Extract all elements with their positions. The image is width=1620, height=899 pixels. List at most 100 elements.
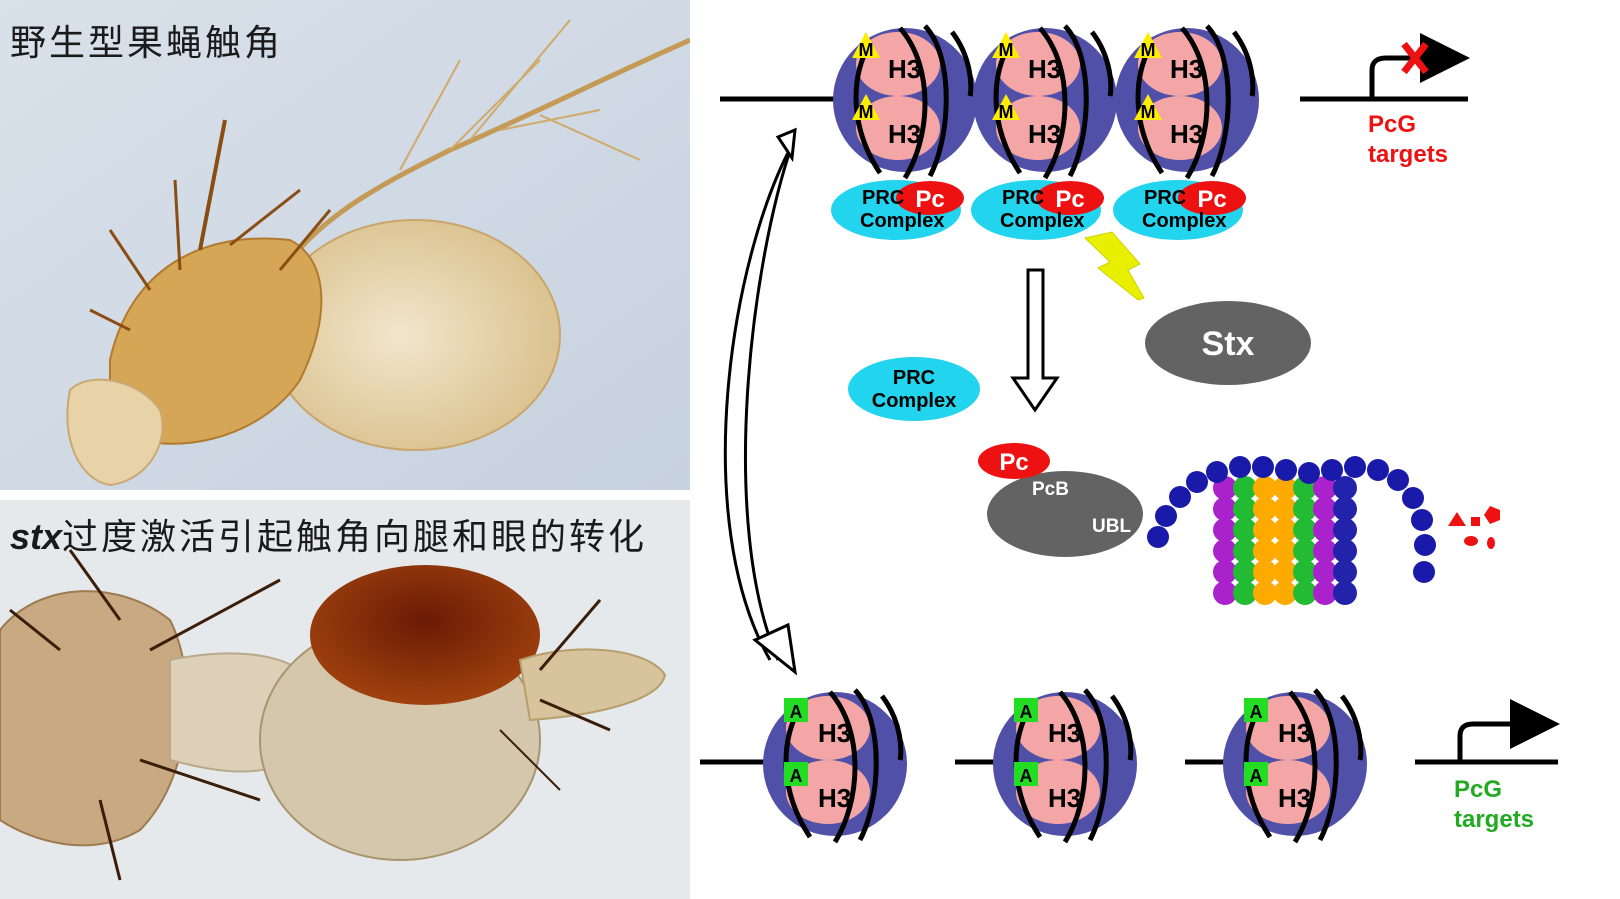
ubiquitin-bead bbox=[1233, 581, 1257, 605]
ubiquitin-bead bbox=[1313, 518, 1337, 542]
methyl-mark-icon bbox=[1134, 32, 1162, 58]
ubiquitin-bead bbox=[1293, 518, 1317, 542]
prc-label: PRC bbox=[1144, 187, 1186, 209]
ubl-label: UBL bbox=[1092, 516, 1131, 537]
bottom-target-label-1: PcG bbox=[1454, 776, 1502, 803]
curved-arrow-head bbox=[752, 622, 798, 676]
ubiquitin-bead bbox=[1333, 539, 1357, 563]
acetyl-mark-icon bbox=[1014, 698, 1038, 722]
ubiquitin-chain-bead bbox=[1147, 526, 1169, 548]
pcb-label: PcB bbox=[1032, 479, 1069, 500]
stx-gene-name: stx bbox=[10, 516, 63, 557]
ubiquitin-bead bbox=[1233, 539, 1257, 563]
ubiquitin-bead bbox=[1253, 539, 1277, 563]
ubiquitin-chain-bead bbox=[1411, 509, 1433, 531]
acetyl-mark-icon bbox=[1244, 762, 1268, 786]
complex-label: Complex bbox=[860, 210, 944, 232]
histone-h3-label: H3 bbox=[1028, 54, 1061, 84]
stx-caption-text: 过度激活引起触角向腿和眼的转化 bbox=[62, 517, 648, 558]
ubiquitin-bead bbox=[1273, 518, 1297, 542]
ubiquitin-bead bbox=[1313, 497, 1337, 521]
ubiquitin-bead bbox=[1233, 560, 1257, 584]
prc-label: PRC bbox=[1002, 187, 1044, 209]
stx-caption: stx过度激活引起触角向腿和眼的转化 bbox=[10, 508, 647, 560]
ubiquitin-bead bbox=[1253, 560, 1277, 584]
stx-protein bbox=[1145, 301, 1311, 385]
stx-mutant-antenna-photo bbox=[0, 500, 690, 899]
down-arrow bbox=[1010, 268, 1060, 413]
ubiquitin-bead bbox=[1313, 581, 1337, 605]
ubiquitin-chain-bead bbox=[1402, 487, 1424, 509]
acetyl-mark-icon bbox=[784, 698, 808, 722]
ubiquitin-bead bbox=[1333, 560, 1357, 584]
ubiquitin-bead bbox=[1233, 518, 1257, 542]
lightning-icon bbox=[1083, 231, 1145, 301]
ubiquitin-bead bbox=[1213, 581, 1237, 605]
top-target-label-1: PcG bbox=[1368, 111, 1416, 138]
acetyl-mark-icon bbox=[1244, 698, 1268, 722]
ubiquitin-chain-bead bbox=[1155, 505, 1177, 527]
methyl-mark-icon bbox=[852, 94, 880, 120]
histone-h3-label: H3 bbox=[1170, 54, 1203, 84]
ubiquitin-bead bbox=[1273, 476, 1297, 500]
stx-label: Stx bbox=[1202, 325, 1255, 363]
ubiquitin-bead bbox=[1293, 539, 1317, 563]
ubiquitin-chain-bead bbox=[1413, 561, 1435, 583]
ubiquitin-bead bbox=[1253, 518, 1277, 542]
ubiquitin-bead bbox=[1313, 560, 1337, 584]
methyl-mark-label: M bbox=[1141, 102, 1156, 122]
free-pc-protein bbox=[978, 443, 1050, 479]
histone-h3-label: H3 bbox=[1048, 718, 1081, 748]
histone-h3-label: H3 bbox=[1048, 783, 1081, 813]
pc-label: Pc bbox=[1197, 186, 1226, 213]
ubiquitin-bead bbox=[1213, 560, 1237, 584]
histone-h3-label: H3 bbox=[818, 783, 851, 813]
ubiquitin-bead bbox=[1233, 476, 1257, 500]
histone-h3-label: H3 bbox=[1028, 119, 1061, 149]
ubiquitin-chain-bead bbox=[1414, 534, 1436, 556]
histone-h3-label: H3 bbox=[1278, 783, 1311, 813]
ubiquitin-bead bbox=[1313, 539, 1337, 563]
acetyl-mark-label: A bbox=[1250, 702, 1263, 722]
ubiquitin-bead bbox=[1333, 476, 1357, 500]
ubiquitin-bead bbox=[1253, 497, 1277, 521]
prc-label: PRC bbox=[862, 187, 904, 209]
pc-label: Pc bbox=[915, 186, 944, 213]
ubiquitin-bead bbox=[1273, 539, 1297, 563]
methyl-mark-label: M bbox=[859, 40, 874, 60]
ubiquitin-bead bbox=[1273, 560, 1297, 584]
ubiquitin-bead bbox=[1213, 518, 1237, 542]
complex-label: Complex bbox=[1000, 210, 1084, 232]
ubiquitin-chain-bead bbox=[1206, 461, 1228, 483]
repressed-cross-icon bbox=[1401, 41, 1429, 75]
ubiquitin-bead bbox=[1233, 497, 1257, 521]
methyl-mark-label: M bbox=[999, 40, 1014, 60]
acetyl-mark-label: A bbox=[1250, 766, 1263, 786]
ubiquitin-bead bbox=[1293, 560, 1317, 584]
ubiquitin-bead bbox=[1213, 539, 1237, 563]
ubiquitin-chain-bead bbox=[1169, 486, 1191, 508]
free-prc-complex bbox=[848, 357, 980, 421]
ubiquitin-chain-bead bbox=[1367, 459, 1389, 481]
acetyl-mark-icon bbox=[1014, 762, 1038, 786]
ubiquitin-chain-bead bbox=[1229, 456, 1251, 478]
acetyl-mark-label: A bbox=[790, 766, 803, 786]
bottom-promoter-arrow bbox=[1457, 699, 1560, 762]
pc-protein bbox=[1178, 181, 1246, 215]
bottom-target-label-2: targets bbox=[1454, 806, 1534, 833]
ubiquitin-proteasome-beads bbox=[1147, 456, 1436, 605]
ubiquitin-bead bbox=[1293, 497, 1317, 521]
ubiquitin-chain-bead bbox=[1298, 462, 1320, 484]
pc-label: Pc bbox=[1055, 186, 1084, 213]
histone-h3-label: H3 bbox=[1170, 119, 1203, 149]
ubiquitin-bead bbox=[1333, 518, 1357, 542]
methyl-mark-label: M bbox=[1141, 40, 1156, 60]
ubiquitin-chain-bead bbox=[1186, 471, 1208, 493]
